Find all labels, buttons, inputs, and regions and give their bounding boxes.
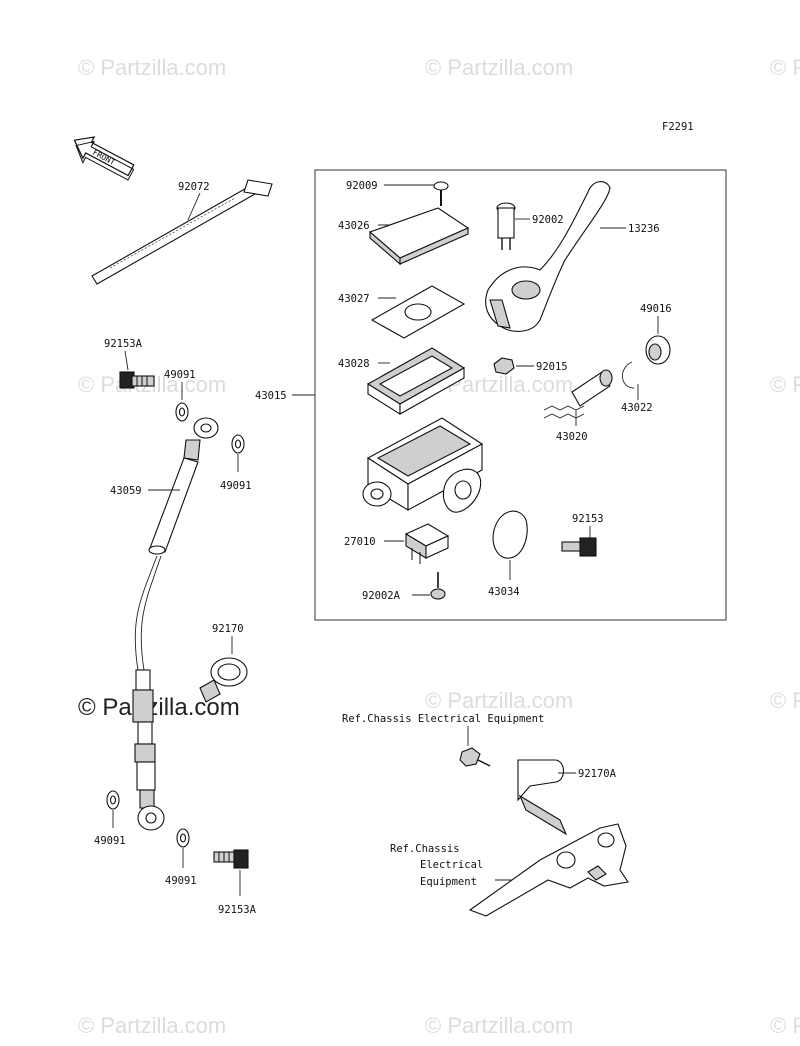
callout-switch-screw: 92002A xyxy=(362,590,401,602)
callout-hose: 43059 xyxy=(110,485,142,497)
piston-icon xyxy=(543,369,613,419)
watermark-10: © Partzilla.com xyxy=(425,1013,573,1038)
ref-bottom-line-3: Equipment xyxy=(420,876,477,888)
brake-hose-icon xyxy=(132,417,219,831)
ref-top: Ref.Chassis Electrical Equipment xyxy=(342,713,544,725)
callout-diaphragm: 43028 xyxy=(338,358,370,370)
callout-plate: 43027 xyxy=(338,293,370,305)
watermark-9: © Partzilla.com xyxy=(78,1013,226,1038)
callout-nut: 92015 xyxy=(536,361,568,373)
dust-boot-icon xyxy=(645,335,671,365)
nut-icon xyxy=(493,357,515,375)
brake-switch-icon xyxy=(404,523,450,564)
callout-bolt-bottom: 92153A xyxy=(218,904,257,916)
callout-circlip: 43022 xyxy=(621,402,653,414)
callout-washer-2: 49091 xyxy=(220,480,252,492)
callout-bolt-top-left: 92153A xyxy=(104,338,143,350)
cable-tie-icon xyxy=(91,179,273,285)
callout-clamp-a: 92170A xyxy=(578,768,617,780)
callout-washer-3: 49091 xyxy=(94,835,126,847)
banjo-bolt-bottom-icon xyxy=(213,849,249,869)
clamp-icon xyxy=(199,657,248,703)
callout-holder: 43034 xyxy=(488,586,520,598)
callout-cap: 43026 xyxy=(338,220,370,232)
watermark-1: © Partzilla.com xyxy=(78,55,226,80)
callout-tie: 92072 xyxy=(178,181,210,193)
callout-holder-bolt: 92153 xyxy=(572,513,604,525)
callout-washer-4: 49091 xyxy=(165,875,197,887)
watermark-8: © Partzilla.com xyxy=(770,688,800,713)
watermark-7: © Partzilla.com xyxy=(425,688,573,713)
brake-lever-icon xyxy=(485,181,611,332)
ref-bottom-line-1: Ref.Chassis xyxy=(390,843,460,855)
callout-screw: 92009 xyxy=(346,180,378,192)
group-label: 43015 xyxy=(255,390,287,402)
mount-bolt-icon xyxy=(459,747,491,767)
watermark-2: © Partzilla.com xyxy=(425,55,573,80)
callout-washer-1: 49091 xyxy=(164,369,196,381)
callout-clamp: 92170 xyxy=(212,623,244,635)
circlip-icon xyxy=(622,361,635,389)
mount-bracket-icon xyxy=(468,823,629,917)
front-arrow-icon: FRONT xyxy=(73,136,135,181)
watermark-11: © Partzilla.com xyxy=(770,1013,800,1038)
master-cylinder-icon xyxy=(362,417,484,513)
watermark-3: © Partzilla.com xyxy=(770,55,800,80)
bracket-clamp-icon xyxy=(517,759,568,836)
figure-code: F2291 xyxy=(662,121,694,133)
diaphragm-icon xyxy=(366,347,466,415)
holder-bolt-icon xyxy=(561,537,597,557)
watermark-main: © Partzilla.com xyxy=(78,694,240,721)
pivot-bolt-icon xyxy=(496,202,516,250)
switch-screw-icon xyxy=(430,572,446,600)
callout-piston: 43020 xyxy=(556,431,588,443)
callout-lever: 13236 xyxy=(628,223,660,235)
banjo-bolt-icon xyxy=(119,371,155,389)
callout-boot: 49016 xyxy=(640,303,672,315)
watermark-6: © Partzilla.com xyxy=(770,372,800,397)
callout-switch: 27010 xyxy=(344,536,376,548)
clamp-holder-icon xyxy=(492,510,528,559)
ref-bottom-line-2: Electrical xyxy=(420,859,483,871)
screw-icon xyxy=(433,181,449,206)
callout-pivot-bolt: 92002 xyxy=(532,214,564,226)
